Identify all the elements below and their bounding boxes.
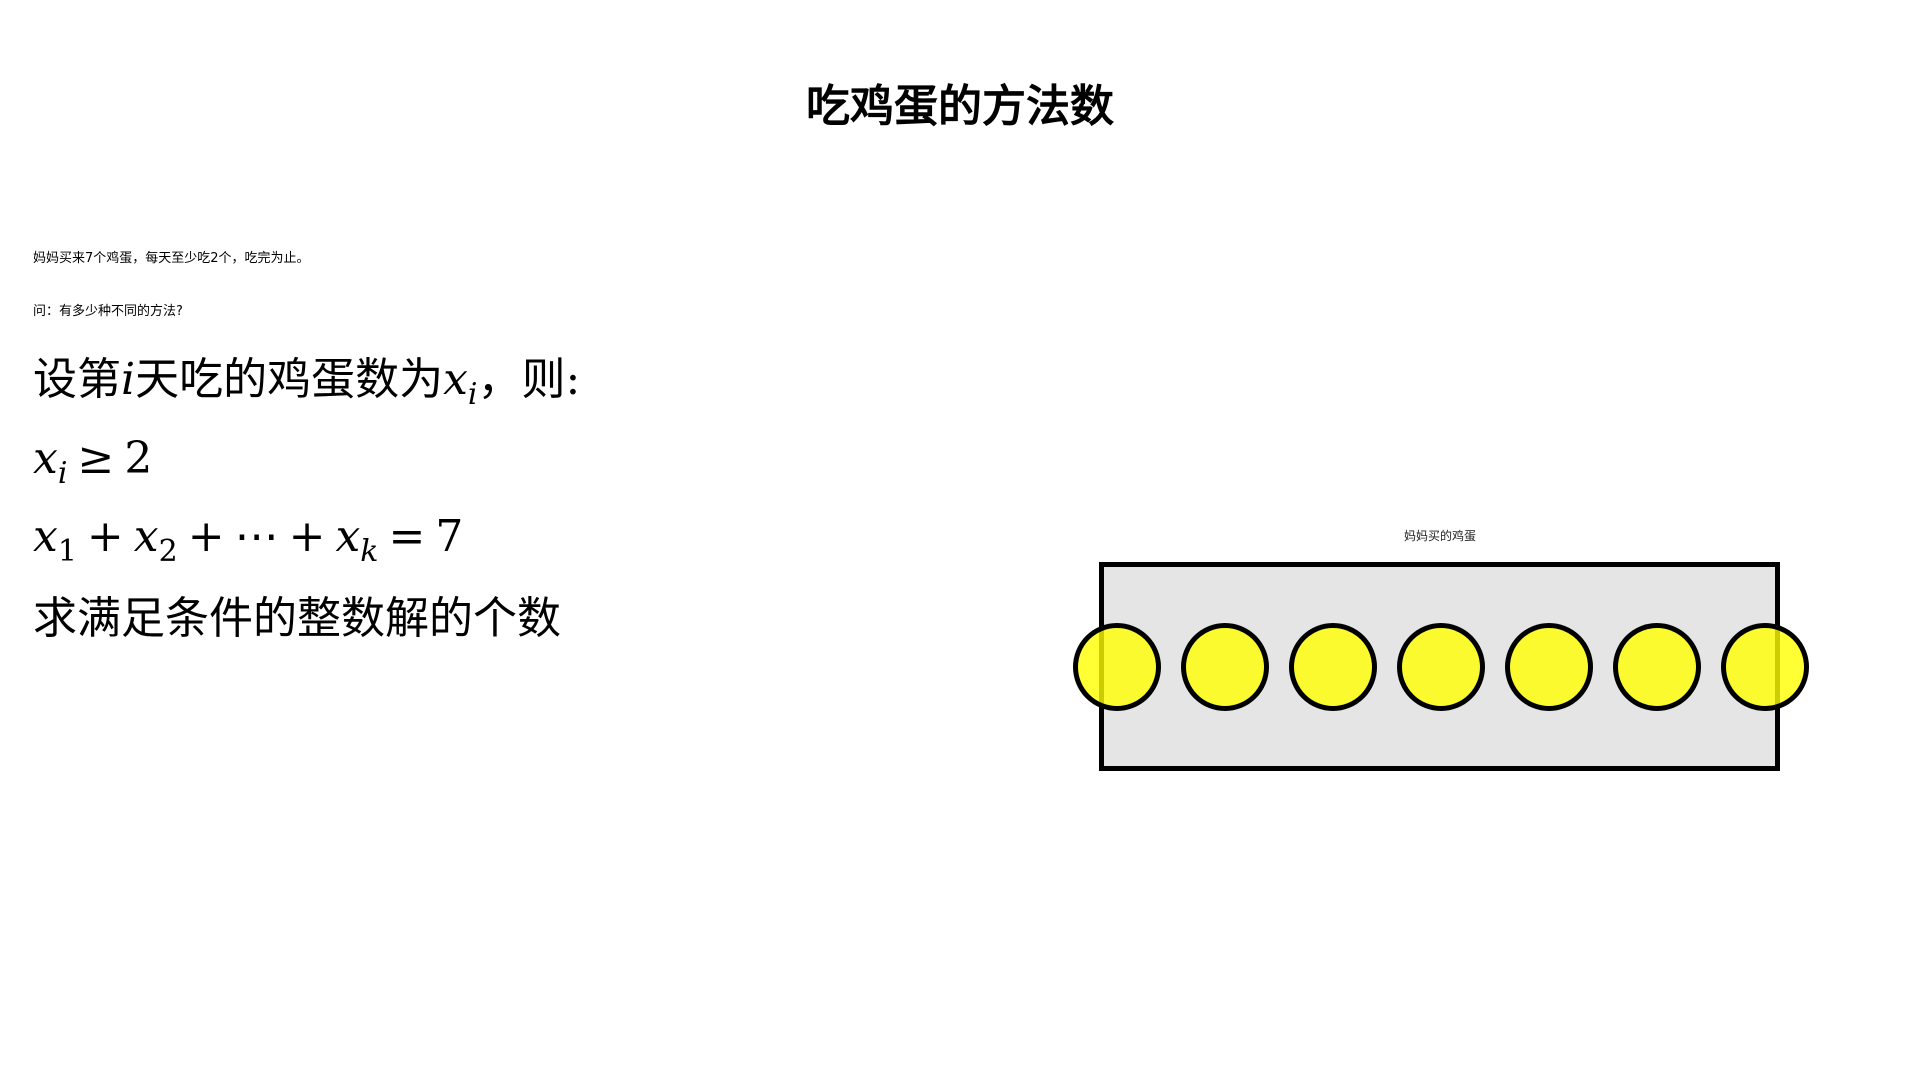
variable-x1: x xyxy=(33,511,58,562)
subscript-i: i xyxy=(467,377,478,412)
definition-prefix: 设第 xyxy=(33,354,121,405)
definition-middle: 天吃的鸡蛋数为 xyxy=(135,354,444,405)
egg-icon xyxy=(1613,623,1701,711)
subscript-k: k xyxy=(360,534,379,569)
variable-x: x xyxy=(33,433,58,484)
subscript-i: i xyxy=(57,456,68,491)
equals-operator: = xyxy=(388,511,426,562)
egg-icon xyxy=(1721,623,1809,711)
variable-x2: x xyxy=(133,511,159,562)
plus-operator: + xyxy=(86,511,124,562)
page-title: 吃鸡蛋的方法数 xyxy=(806,81,1114,132)
egg-icon xyxy=(1073,623,1161,711)
constraint-line: xi ≥2 xyxy=(33,434,152,499)
diagram-label: 妈妈买的鸡蛋 xyxy=(1403,529,1476,543)
egg-icon xyxy=(1181,623,1269,711)
geq-operator: ≥ xyxy=(77,433,115,484)
constraint-value: 2 xyxy=(124,433,153,484)
subscript-2: 2 xyxy=(158,534,178,569)
solution-definition-line: 设第i天吃的鸡蛋数为xi，则: xyxy=(33,355,580,420)
egg-icon xyxy=(1505,623,1593,711)
variable-x: x xyxy=(443,354,468,405)
problem-question: 问：有多少种不同的方法? xyxy=(33,304,183,319)
sum-equation-line: x1+x2+⋯+xk=7 xyxy=(33,512,463,577)
variable-i: i xyxy=(121,354,136,405)
ellipsis: ⋯ xyxy=(234,511,279,562)
plus-operator: + xyxy=(288,511,326,562)
problem-statement: 妈妈买来7个鸡蛋，每天至少吃2个，吃完为止。 xyxy=(33,251,310,266)
variable-xk: x xyxy=(335,511,361,562)
subscript-1: 1 xyxy=(57,534,77,569)
definition-suffix: ，则: xyxy=(477,354,581,405)
plus-operator: + xyxy=(187,511,225,562)
sum-total: 7 xyxy=(435,511,464,562)
egg-icon xyxy=(1289,623,1377,711)
egg-icon xyxy=(1397,623,1485,711)
goal-line: 求满足条件的整数解的个数 xyxy=(33,593,561,644)
